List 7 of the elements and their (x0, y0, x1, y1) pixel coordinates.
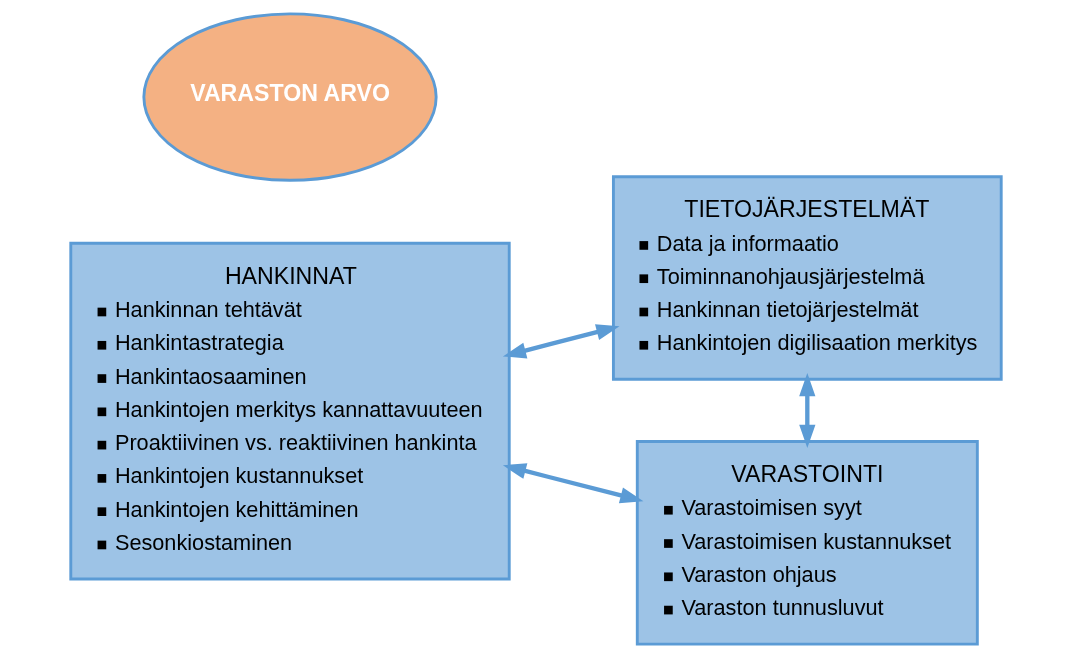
arrow (502, 463, 643, 504)
node-box: VARASTOINTI Varastoimisen syyt Varastoimisen kustannukset Varaston ohjaus Varaston tunnusluvut (635, 440, 979, 646)
node-box: HANKINNAT Hankinnan tehtävät Hankintastrategia Hankintaosaaminen Hankintojen merkitys kannattavuuteen Proaktiivinen vs. reaktiivinen hankinta Hankintojen kustannukset Hankintojen kehittäminen Sesonkiostaminen (68, 241, 511, 581)
arrow (502, 324, 620, 359)
node-ellipse: VARASTON ARVO (141, 12, 438, 182)
arrow (798, 372, 815, 448)
node-box: TIETOJÄRJESTELMÄT Data ja informaatio Toiminnanohjausjärjestelmä Hankinnan tietojärjestelmät Hankintojen digilisaation merkitys (611, 175, 1003, 381)
